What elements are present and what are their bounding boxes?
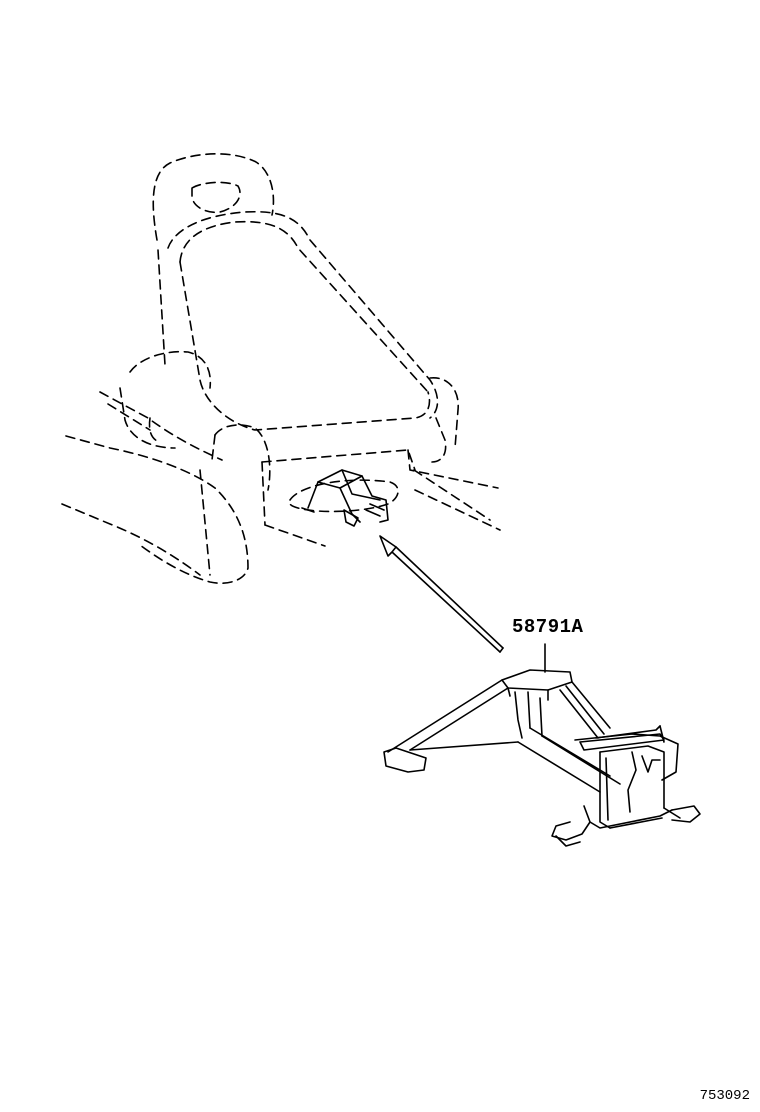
callout-arrow-icon bbox=[379, 535, 504, 653]
seat-icon bbox=[61, 153, 501, 584]
drawing-number-label: 753092 bbox=[699, 1088, 750, 1104]
small-bracket-icon bbox=[301, 469, 389, 527]
part-number-label: 58791A bbox=[512, 616, 584, 638]
floor-bracket-icon bbox=[383, 669, 701, 847]
